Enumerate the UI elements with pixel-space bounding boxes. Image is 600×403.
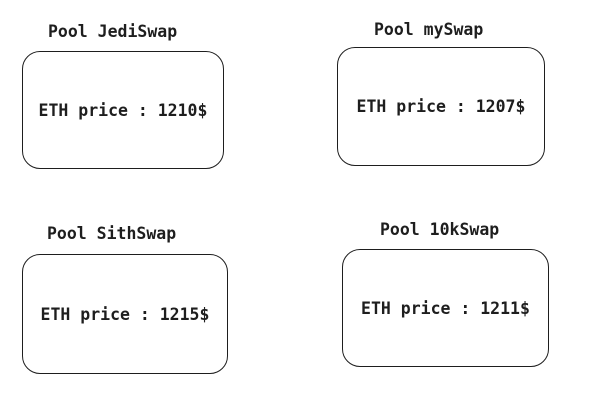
pool-title-myswap: Pool mySwap: [374, 20, 484, 39]
pool-title-sithswap: Pool SithSwap: [47, 224, 177, 243]
pool-title-jediswap: Pool JediSwap: [48, 22, 178, 41]
eth-price-label: ETH price : 1215$: [40, 304, 210, 324]
pool-box-myswap: ETH price : 1207$: [337, 47, 545, 166]
pool-box-10kswap: ETH price : 1211$: [342, 249, 549, 367]
pool-title-10kswap: Pool 10kSwap: [380, 220, 500, 239]
pool-box-sithswap: ETH price : 1215$: [22, 254, 228, 374]
eth-price-label: ETH price : 1211$: [361, 298, 530, 318]
eth-price-label: ETH price : 1210$: [38, 100, 208, 120]
eth-price-label: ETH price : 1207$: [356, 97, 526, 116]
pool-box-jediswap: ETH price : 1210$: [22, 51, 224, 169]
